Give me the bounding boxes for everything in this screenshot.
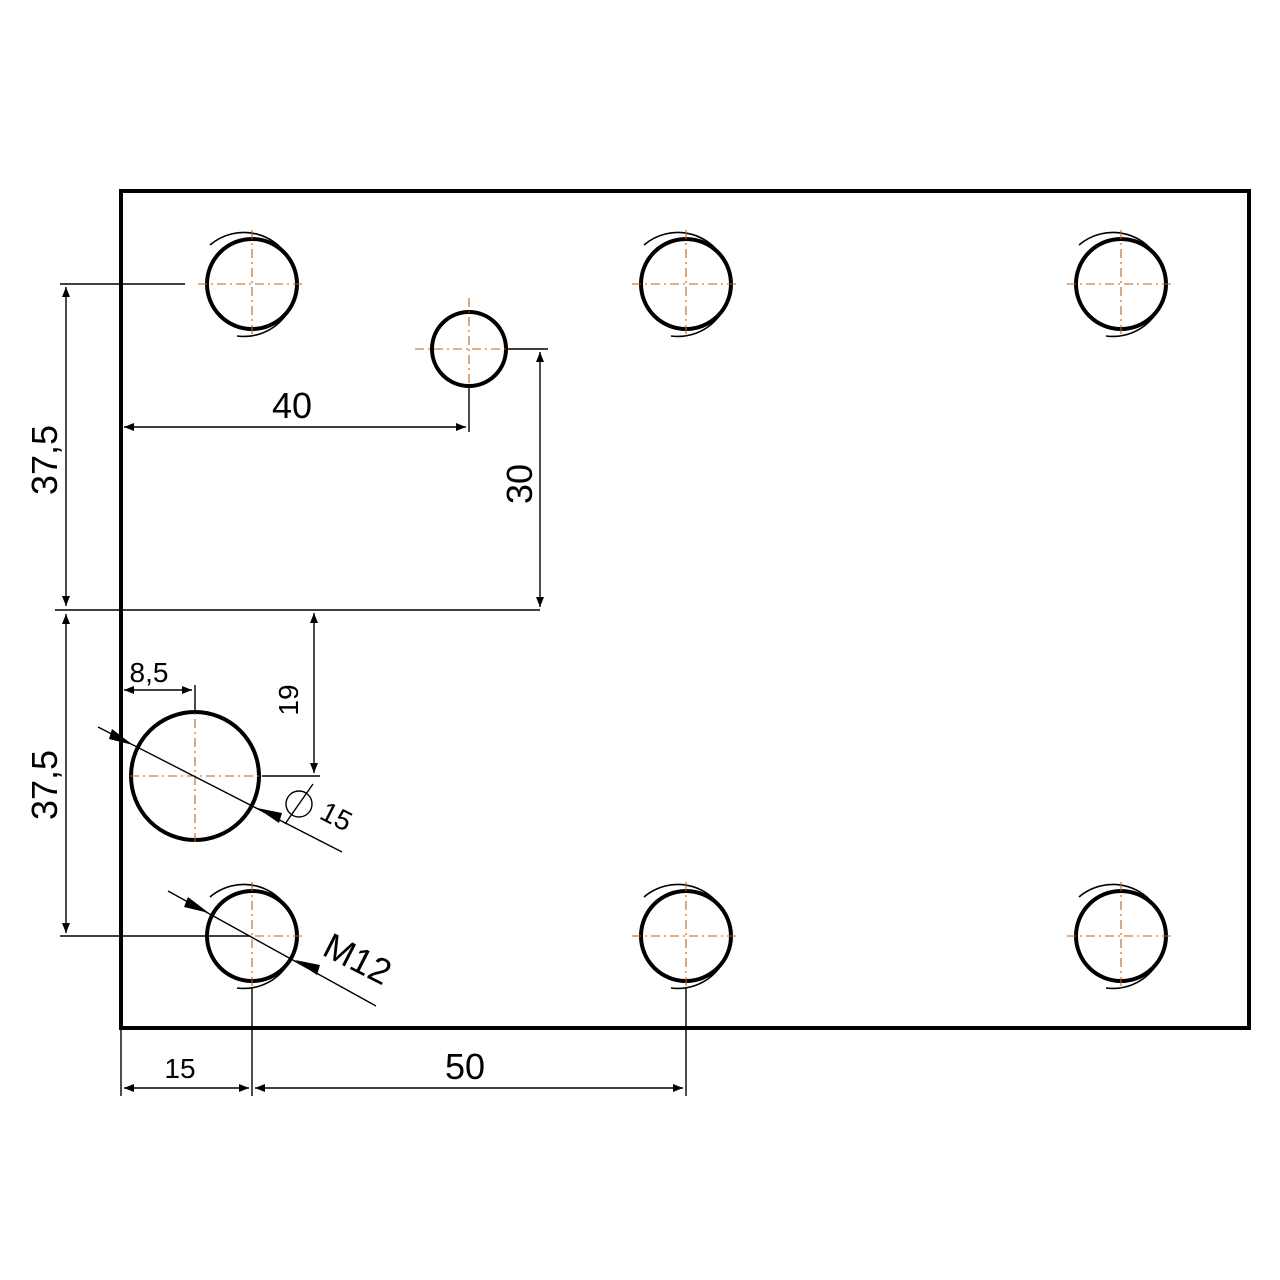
threaded-hole-bottom-middle bbox=[632, 882, 740, 990]
threaded-hole-top-left bbox=[198, 230, 306, 338]
dim-text-bore-y: 19 bbox=[273, 684, 304, 715]
dimension-thread-size: M12 bbox=[167, 890, 398, 1007]
dim-text-lower-vertical: 37,5 bbox=[24, 750, 65, 820]
dimension-bore-y: 19 bbox=[262, 613, 320, 777]
dimension-pin-x: 40 bbox=[124, 385, 470, 432]
dimension-bore-x: 8,5 bbox=[124, 657, 196, 712]
dimension-bolt-spacing: 50 bbox=[255, 988, 687, 1096]
threaded-hole-top-middle bbox=[632, 230, 740, 338]
dim-text-bore-diameter: 15 bbox=[315, 796, 357, 838]
dim-text-upper-vertical: 37,5 bbox=[24, 425, 65, 495]
dim-text-bolt-spacing: 50 bbox=[445, 1046, 485, 1087]
large-bore bbox=[129, 700, 262, 845]
threaded-hole-bottom-right bbox=[1067, 882, 1175, 990]
dim-text-pin-x: 40 bbox=[272, 385, 312, 426]
dim-text-thread-size: M12 bbox=[317, 925, 398, 993]
dimension-upper-vertical: 37,5 bbox=[24, 283, 540, 611]
dimension-pin-y: 30 bbox=[499, 348, 548, 607]
dim-text-bottom-offset: 15 bbox=[164, 1053, 195, 1084]
pin-hole bbox=[415, 298, 510, 390]
dimension-bottom-offset: 15 bbox=[120, 988, 253, 1096]
threaded-hole-top-right bbox=[1067, 230, 1175, 338]
dim-text-bore-x: 8,5 bbox=[130, 657, 169, 688]
dimension-lower-vertical: 37,5 bbox=[24, 614, 250, 937]
dim-text-pin-y: 30 bbox=[499, 464, 540, 504]
